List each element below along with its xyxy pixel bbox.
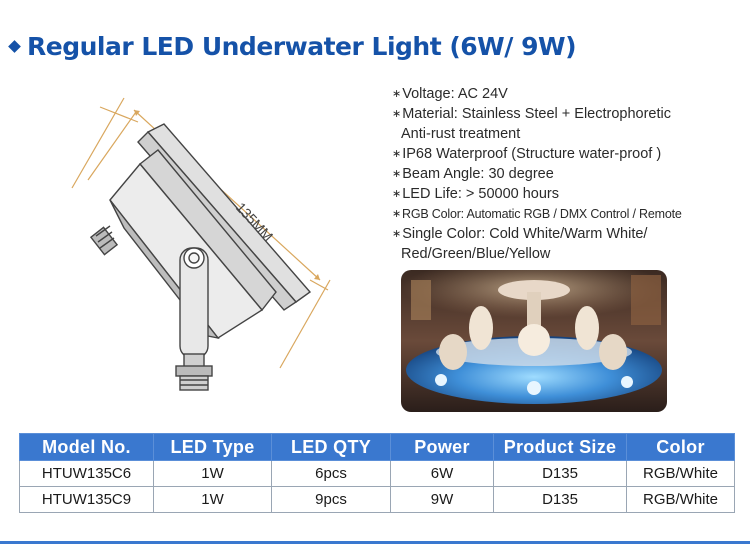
cell-product-size: D135 [493, 486, 627, 513]
spec-text-continued: Red/Green/Blue/Yellow [401, 246, 551, 262]
spec-item: ∗LED Life: > 50000 hours [392, 184, 742, 204]
asterisk-bullet-icon: ∗ [392, 148, 402, 160]
header-led-type: LED Type [153, 433, 272, 461]
page-title-text: Regular LED Underwater Light (6W/ 9W) [27, 31, 577, 61]
lamp-body [89, 123, 312, 391]
cell-color: RGB/White [626, 486, 735, 513]
header-led-qty: LED QTY [271, 433, 391, 461]
spec-item: ∗Voltage: AC 24V [392, 84, 742, 104]
page-title: Regular LED Underwater Light (6W/ 9W) [6, 28, 577, 64]
cell-led-type: 1W [153, 460, 272, 487]
asterisk-bullet-icon: ∗ [392, 168, 402, 180]
fountain-photo [401, 270, 667, 412]
spec-text-continued: Anti-rust treatment [401, 126, 521, 142]
cell-model-no: HTUW135C6 [19, 460, 154, 487]
fountain-image [401, 270, 667, 412]
spec-item: ∗IP68 Waterproof (Structure water-proof … [392, 144, 742, 164]
cell-led-qty: 9pcs [271, 486, 391, 513]
spec-text: RGB Color: Automatic RGB / DMX Control /… [402, 207, 682, 221]
asterisk-bullet-icon: ∗ [392, 108, 402, 120]
asterisk-bullet-icon: ∗ [392, 88, 402, 100]
asterisk-bullet-icon: ∗ [392, 208, 402, 220]
diamond-bullet-icon [8, 39, 21, 53]
dimension-arrows [134, 110, 320, 280]
header-product-size: Product Size [493, 433, 627, 461]
header-model-no: Model No. [19, 433, 154, 461]
header-power: Power [390, 433, 494, 461]
cell-led-qty: 6pcs [271, 460, 391, 487]
bottom-divider [0, 541, 750, 544]
table-row: HTUW135C9 1W 9pcs 9W D135 RGB/White [19, 486, 735, 513]
spec-item: ∗Material: Stainless Steel + Electrophor… [392, 104, 742, 144]
cell-model-no: HTUW135C9 [19, 486, 154, 513]
cell-product-size: D135 [493, 460, 627, 487]
spec-list: ∗Voltage: AC 24V∗Material: Stainless Ste… [392, 84, 742, 264]
spec-text: Beam Angle: 30 degree [402, 166, 554, 182]
spec-text: IP68 Waterproof (Structure water-proof ) [402, 146, 662, 162]
cell-power: 6W [390, 460, 494, 487]
cell-led-type: 1W [153, 486, 272, 513]
asterisk-bullet-icon: ∗ [392, 188, 402, 200]
cell-color: RGB/White [626, 460, 735, 487]
product-table: Model No. LED Type LED QTY Power Product… [19, 433, 735, 513]
product-diagram: 135MM [40, 80, 360, 420]
underwater-light-drawing: 135MM [71, 97, 331, 391]
cell-power: 9W [390, 486, 494, 513]
spec-item: ∗Single Color: Cold White/Warm White/Red… [392, 224, 742, 264]
table-row: HTUW135C6 1W 6pcs 6W D135 RGB/White [19, 460, 735, 487]
spec-text: Single Color: Cold White/Warm White/ [402, 226, 648, 242]
spec-text: Material: Stainless Steel + Electrophore… [402, 106, 671, 122]
spec-text: LED Life: > 50000 hours [402, 186, 560, 202]
table-header-row: Model No. LED Type LED QTY Power Product… [19, 433, 735, 461]
spec-item: ∗Beam Angle: 30 degree [392, 164, 742, 184]
header-color: Color [626, 433, 735, 461]
spec-text: Voltage: AC 24V [402, 86, 508, 102]
spec-item: ∗RGB Color: Automatic RGB / DMX Control … [392, 204, 742, 224]
asterisk-bullet-icon: ∗ [392, 228, 402, 240]
